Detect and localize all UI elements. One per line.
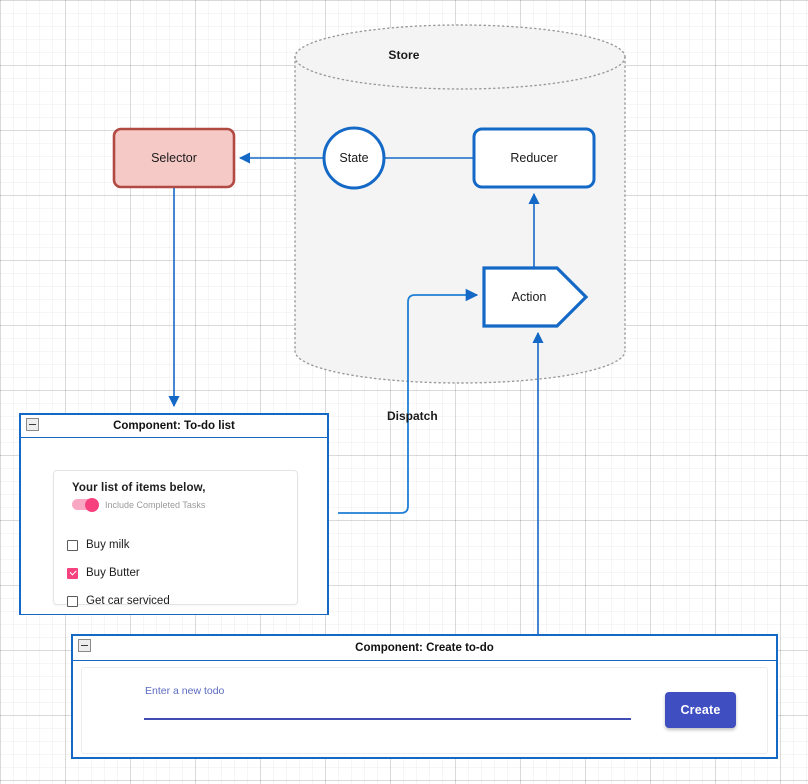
minus-box-icon[interactable]: [26, 418, 39, 431]
list-item-label: Buy milk: [86, 539, 130, 551]
todo-card-heading: Your list of items below,: [72, 482, 206, 494]
create-todo-card: Enter a new todo Create: [81, 667, 768, 754]
component-create-todo-header: Component: Create to-do: [73, 636, 776, 661]
node-selector[interactable]: [112, 127, 236, 189]
edge-dispatch-label: Dispatch: [387, 409, 438, 423]
store-cylinder: [294, 24, 626, 384]
list-item-label: Buy Butter: [86, 567, 140, 579]
checkbox-icon[interactable]: [67, 539, 78, 551]
node-state[interactable]: [322, 126, 386, 190]
include-completed-toggle-label: Include Completed Tasks: [105, 499, 206, 510]
component-todo-list[interactable]: Component: To-do list Your list of items…: [19, 413, 329, 615]
store-label: Store: [388, 48, 420, 62]
new-todo-input-label: Enter a new todo: [145, 685, 225, 697]
todo-card: Your list of items below, Include Comple…: [53, 470, 298, 607]
node-reducer[interactable]: [472, 127, 596, 189]
checkbox-checked-icon[interactable]: [67, 567, 78, 579]
new-todo-input[interactable]: [144, 718, 631, 721]
list-item[interactable]: Buy milk: [67, 539, 129, 551]
create-button[interactable]: Create: [665, 692, 736, 728]
include-completed-toggle[interactable]: [72, 497, 99, 512]
checkbox-icon[interactable]: [67, 595, 78, 607]
component-create-todo-title: Component: Create to-do: [355, 642, 494, 654]
component-create-todo[interactable]: Component: Create to-do Enter a new todo…: [71, 634, 778, 759]
component-todo-list-title: Component: To-do list: [113, 420, 235, 432]
list-item[interactable]: Buy Butter: [67, 567, 140, 579]
component-todo-list-header: Component: To-do list: [21, 415, 327, 438]
minus-box-icon[interactable]: [78, 639, 91, 652]
edge-dispatch-todo-to-action: [338, 288, 479, 514]
include-completed-toggle-row[interactable]: Include Completed Tasks: [72, 497, 206, 512]
list-item[interactable]: Get car serviced: [67, 595, 170, 607]
component-todo-list-body: Your list of items below, Include Comple…: [21, 438, 327, 614]
component-create-todo-body: Enter a new todo Create: [73, 661, 776, 758]
list-item-label: Get car serviced: [86, 595, 170, 607]
node-action[interactable]: [482, 266, 589, 328]
toggle-knob: [85, 497, 99, 512]
